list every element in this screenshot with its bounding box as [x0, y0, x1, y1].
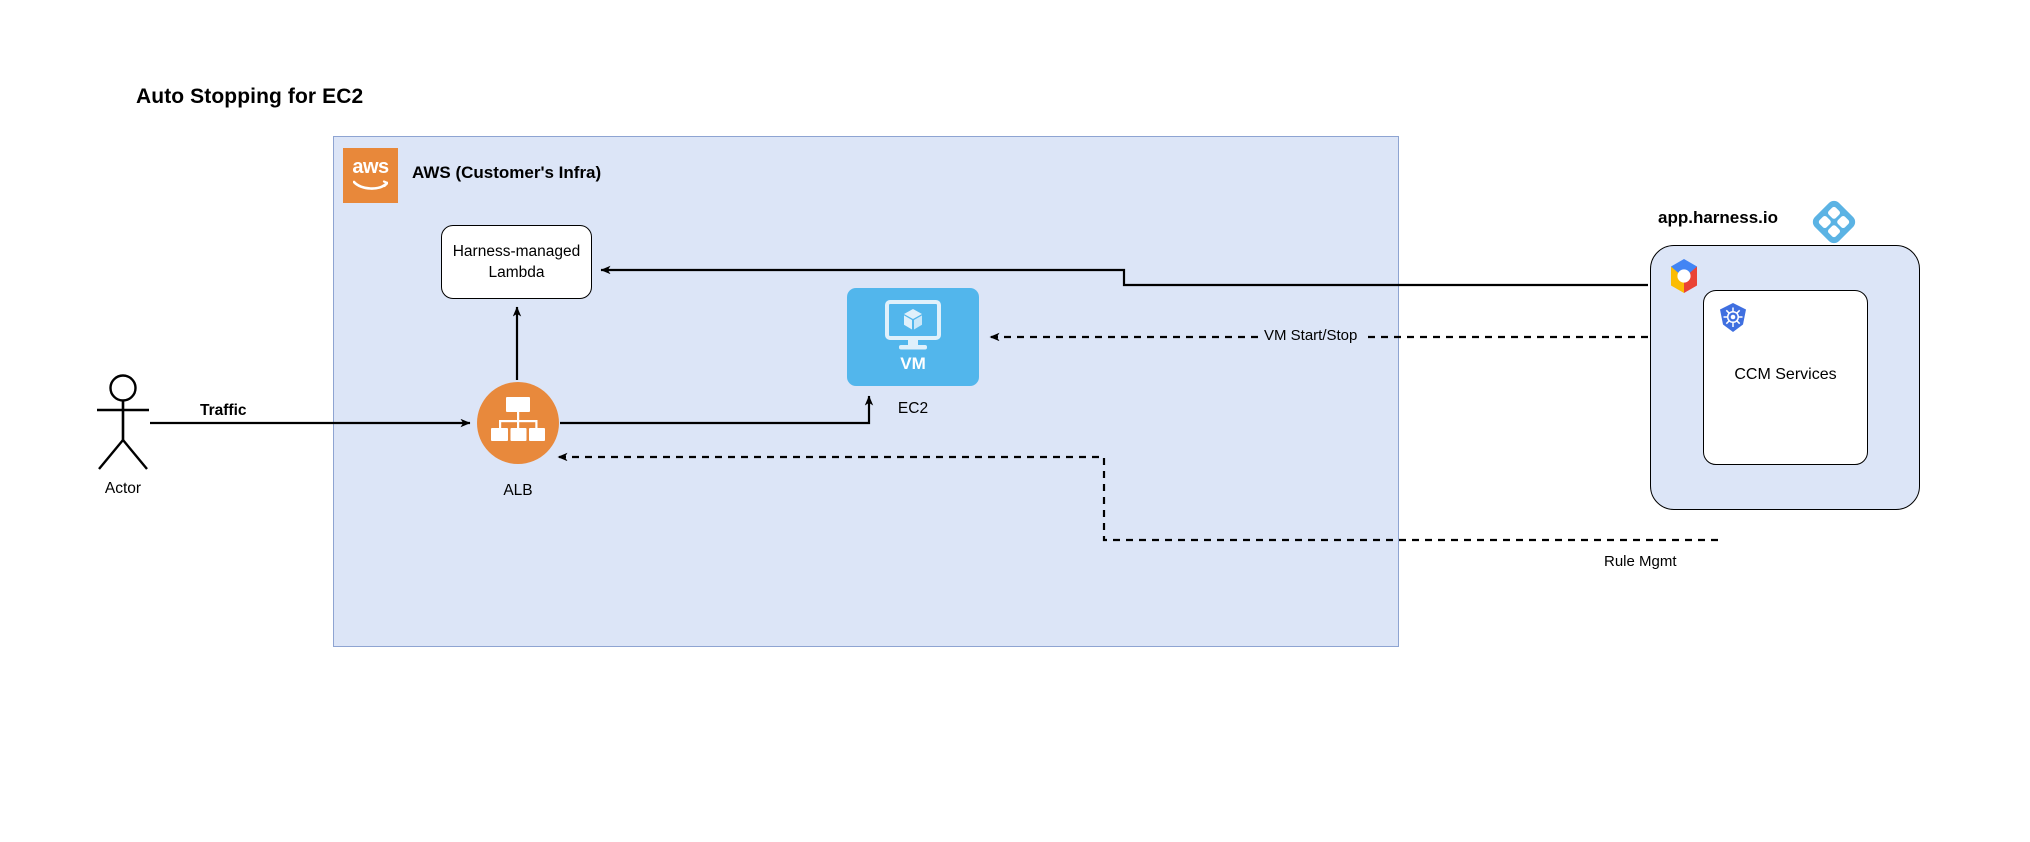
aws-group-label: AWS (Customer's Infra) [412, 163, 602, 182]
ec2-node-label: EC2 [897, 400, 929, 417]
node-harness-managed-lambda[interactable]: Harness-managed Lambda [441, 225, 592, 299]
node-ec2-vm[interactable]: VM [847, 288, 979, 386]
virtual-machine-icon [885, 300, 941, 350]
harness-logo [1812, 200, 1856, 244]
kubernetes-logo [1720, 303, 1746, 332]
harness-panel-label: app.harness.io [1658, 208, 1778, 227]
ec2-inner-label: VM [900, 354, 926, 373]
aws-smile-swoosh-icon [353, 180, 388, 190]
google-cloud-logo [1671, 259, 1697, 293]
actor-stick-figure-icon [97, 374, 149, 470]
lambda-node-label: Harness-managed Lambda [452, 243, 581, 281]
node-alb[interactable] [477, 382, 559, 464]
alb-node-label: ALB [503, 482, 533, 499]
actor-label: Actor [104, 480, 142, 497]
ccm-services-label: CCM Services [1734, 366, 1837, 383]
aws-logo: aws [343, 148, 398, 203]
edge-label-vm-start-stop: VM Start/Stop [1258, 327, 1364, 344]
page-title: Auto Stopping for EC2 [136, 85, 364, 108]
aws-logo-text: aws [352, 156, 389, 178]
edge-label-traffic: Traffic [196, 402, 251, 420]
edge-label-rule-mgmt: Rule Mgmt [1600, 553, 1681, 570]
load-balancer-icon [491, 397, 545, 441]
